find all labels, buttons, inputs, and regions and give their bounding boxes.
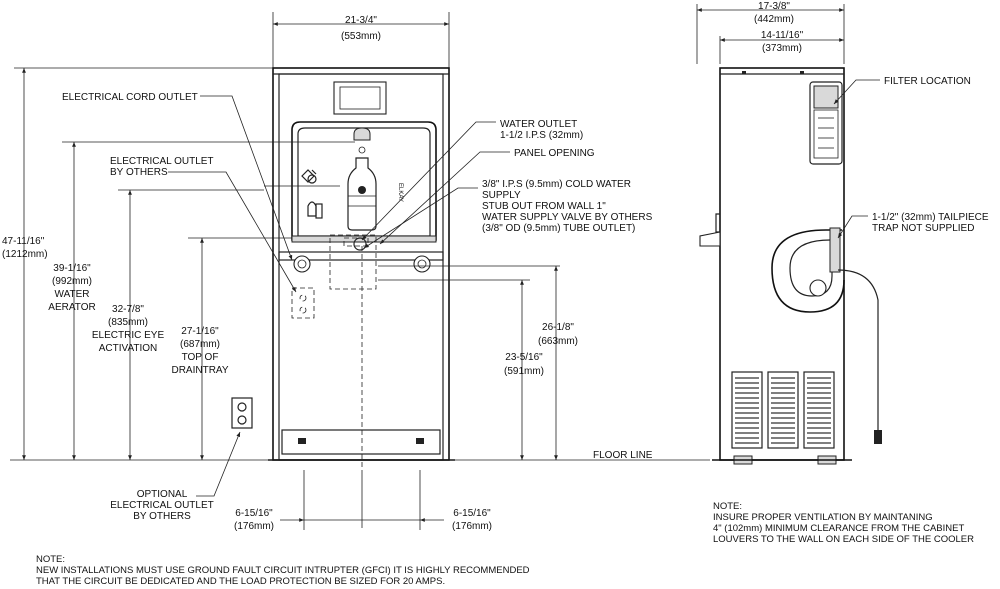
electrical-outlet-label-1: ELECTRICAL OUTLET xyxy=(110,156,214,167)
left-offset-imperial: 6-15/16" xyxy=(235,508,273,519)
right-offset-metric: (176mm) xyxy=(452,521,492,532)
overall-depth-imperial: 17-3/8" xyxy=(758,1,790,12)
right-leveling-knob xyxy=(413,255,431,273)
top-width-metric: (553mm) xyxy=(341,31,381,42)
cold-water-label-2: SUPPLY xyxy=(482,190,521,201)
drain-tray-side xyxy=(699,231,721,247)
drain-trap xyxy=(771,227,882,444)
top-width-imperial: 21-3/4" xyxy=(345,15,377,26)
panel-opening-label: PANEL OPENING xyxy=(514,148,595,159)
power-plug xyxy=(874,430,882,444)
panel-top-metric: (663mm) xyxy=(538,336,578,347)
water-aerator-metric: (992mm) xyxy=(52,276,92,287)
filter-location-label: FILTER LOCATION xyxy=(884,76,971,87)
body-depth-metric: (373mm) xyxy=(762,43,802,54)
water-outlet xyxy=(353,127,371,141)
electric-eye-imperial: 32-7/8" xyxy=(112,304,144,315)
right-offset-imperial: 6-15/16" xyxy=(453,508,491,519)
panel-top-imperial: 26-1/8" xyxy=(542,322,574,333)
bottle-filler-icon xyxy=(307,201,317,217)
tailpiece-label-1: 1-1/2" (32mm) TAILPIECE xyxy=(872,212,989,223)
tailpiece-label-2: TRAP NOT SUPPLIED xyxy=(872,223,974,234)
optional-outlet-label-1: OPTIONAL xyxy=(137,489,188,500)
cold-water-label-1: 3/8" I.P.S (9.5mm) COLD WATER xyxy=(482,179,631,190)
left-offset-metric: (176mm) xyxy=(234,521,274,532)
optional-outlet-label-3: BY OTHERS xyxy=(133,511,191,522)
body-depth-imperial: 14-11/16" xyxy=(761,30,804,41)
electric-eye-line1: ELECTRIC EYE xyxy=(92,330,165,341)
drain-tray-line2: DRAINTRAY xyxy=(171,365,228,376)
water-outlet-label-1: WATER OUTLET xyxy=(500,119,577,130)
cold-water-label-5: (3/8" OD (9.5mm) TUBE OUTLET) xyxy=(482,223,635,234)
side-cabinet xyxy=(699,67,882,465)
gfci-note-line1: NEW INSTALLATIONS MUST USE GROUND FAULT … xyxy=(36,565,530,576)
cold-water-label-4: WATER SUPPLY VALVE BY OTHERS xyxy=(482,212,653,223)
left-leveling-knob xyxy=(293,255,311,273)
front-cabinet: ELKAY xyxy=(268,67,455,461)
front-view: 21-3/4" (553mm) ELKAY xyxy=(2,12,710,587)
ventilation-note-line3: LOUVERS TO THE WALL ON EACH SIDE OF THE … xyxy=(713,534,974,545)
overall-height-metric: (1212mm) xyxy=(2,249,48,260)
optional-electrical-outlet xyxy=(231,397,253,429)
side-view: 17-3/8" (442mm) 14-11/16" (373mm) xyxy=(696,1,989,545)
panel-bottom-imperial: 23-5/16" xyxy=(505,352,543,363)
overall-height-imperial: 47-11/16" xyxy=(2,236,45,247)
gfci-note-line2: THAT THE CIRCUIT BE DEDICATED AND THE LO… xyxy=(36,576,445,587)
optional-outlet-label-2: ELECTRICAL OUTLET xyxy=(110,500,214,511)
drain-tray-line1: TOP OF xyxy=(182,352,219,363)
gfci-note-title: NOTE: xyxy=(36,554,65,565)
water-outlet-label-2: 1-1/2 I.P.S (32mm) xyxy=(500,130,583,141)
ventilation-note-line2: 4" (102mm) MINIMUM CLEARANCE FROM THE CA… xyxy=(713,523,964,534)
electric-eye-metric: (835mm) xyxy=(108,317,148,328)
floor-line-label: FLOOR LINE xyxy=(593,450,653,461)
filter-cartridge xyxy=(809,81,843,165)
water-aerator-line1: WATER xyxy=(55,289,90,300)
electric-eye-line2: ACTIVATION xyxy=(99,343,158,354)
electrical-cord-outlet-label: ELECTRICAL CORD OUTLET xyxy=(62,92,198,103)
panel-opening-outline xyxy=(329,234,377,290)
panel-bottom-metric: (591mm) xyxy=(504,366,544,377)
overall-depth-metric: (442mm) xyxy=(754,14,794,25)
brand-mark: ELKAY xyxy=(397,183,403,202)
basin-recess xyxy=(291,121,437,241)
drain-tray-metric: (687mm) xyxy=(180,339,220,350)
ventilation-note-line1: INSURE PROPER VENTILATION BY MAINTANING xyxy=(713,512,933,523)
cabinet-louvers xyxy=(731,371,835,449)
water-aerator-imperial: 39-1/16" xyxy=(53,263,91,274)
ventilation-note-title: NOTE: xyxy=(713,501,742,512)
cold-water-label-3: STUB OUT FROM WALL 1" xyxy=(482,201,606,212)
electrical-outlet-label-2: BY OTHERS xyxy=(110,167,168,178)
drain-tray-imperial: 27-1/16" xyxy=(181,326,219,337)
water-aerator-line2: AERATOR xyxy=(48,302,95,313)
electrical-outlet-dashed xyxy=(291,287,315,319)
